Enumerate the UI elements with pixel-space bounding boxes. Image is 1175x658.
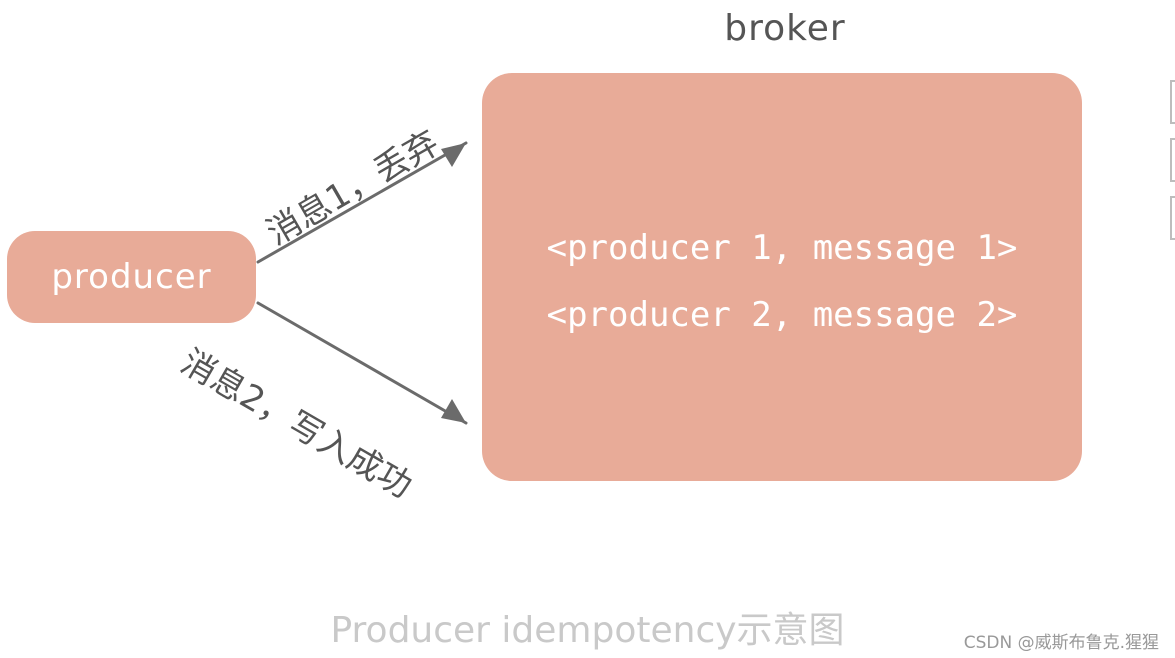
diagram-caption: Producer idempotency示意图 [330,610,845,651]
edge-bracket-2 [1170,138,1175,182]
producer-node: producer [7,231,256,323]
broker-entry-1: <producer 1, message 1> [546,228,1018,268]
edge-bracket-decoration [1170,80,1175,240]
csdn-watermark: CSDN @威斯布鲁克.猩猩 [963,633,1159,653]
broker-entry-2: <producer 2, message 2> [546,295,1018,335]
arrow-message-2 [256,301,468,425]
broker-node: <producer 1, message 1> <producer 2, mes… [482,73,1082,481]
edge-bracket-1 [1170,80,1175,124]
producer-label: producer [51,257,212,297]
arrowhead-message-1 [441,143,466,167]
edge-bracket-3 [1170,196,1175,240]
broker-title: broker [724,8,846,49]
arrow-message-1 [256,141,468,264]
arrowhead-message-2 [441,399,466,423]
